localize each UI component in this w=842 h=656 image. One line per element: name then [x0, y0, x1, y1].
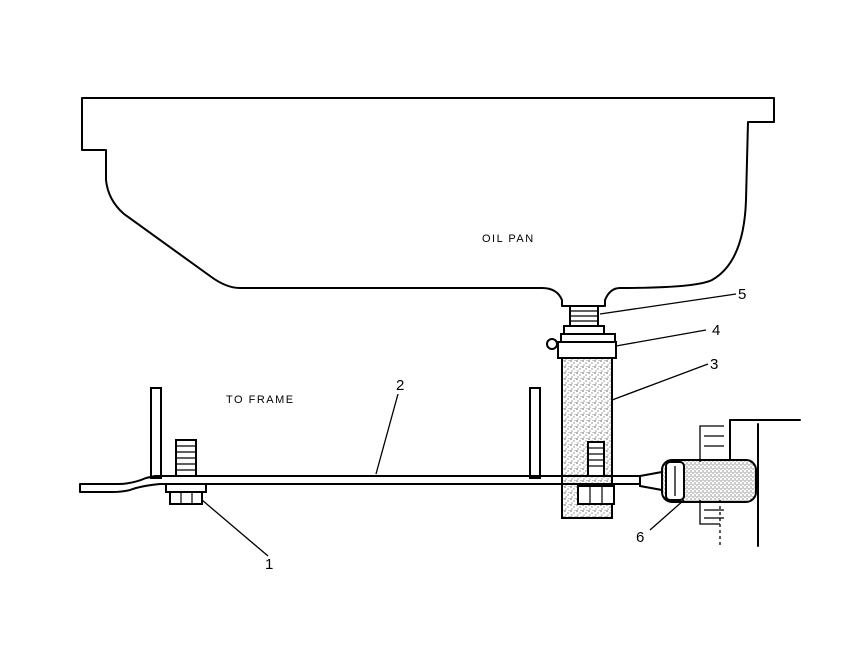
- leader-3: [611, 363, 709, 401]
- leader-1: [201, 499, 269, 557]
- to-frame-label: TO FRAME: [226, 394, 295, 406]
- leader-2: [375, 393, 399, 475]
- right-mount: [699, 419, 801, 547]
- callout-6: 6: [636, 529, 644, 546]
- bracket-upright-right: [529, 387, 541, 479]
- callout-4: 4: [712, 322, 720, 339]
- bracket-bolt: [165, 439, 207, 505]
- leader-4: [615, 329, 707, 347]
- oil-pan-label: OIL PAN: [482, 233, 535, 245]
- leader-6: [649, 499, 685, 531]
- leader-5: [599, 293, 737, 315]
- bracket-upright-left: [150, 387, 162, 479]
- callout-1: 1: [265, 556, 273, 573]
- hose-clamp: [546, 333, 617, 359]
- drain-valve: [639, 459, 757, 503]
- oil-pan: [81, 97, 775, 307]
- callout-5: 5: [738, 286, 746, 303]
- drain-plug-fitting: [563, 305, 605, 335]
- bracket-bar: [79, 475, 661, 493]
- callout-2: 2: [396, 377, 404, 394]
- callout-3: 3: [710, 356, 718, 373]
